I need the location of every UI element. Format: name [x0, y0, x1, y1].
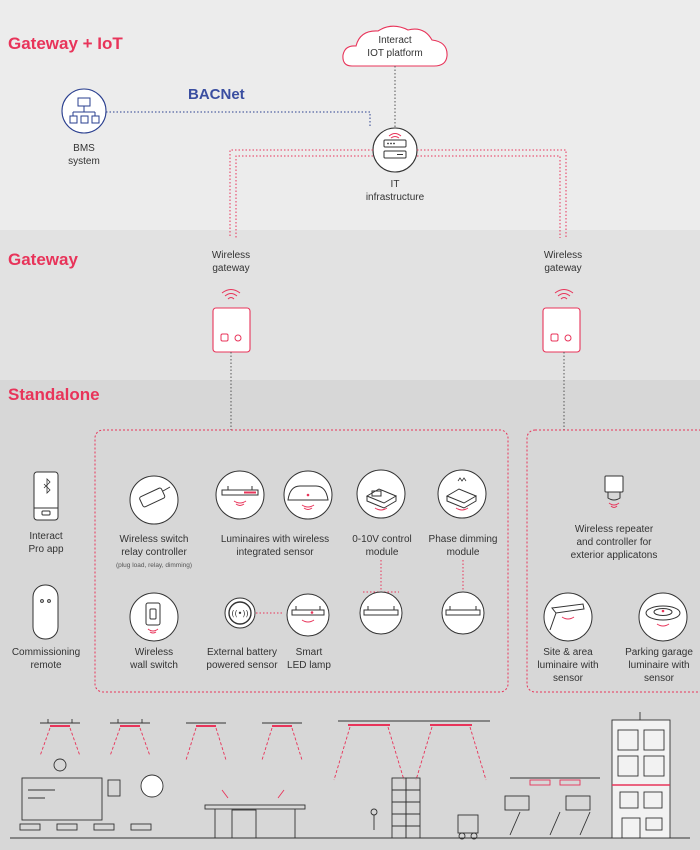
building-illustration	[611, 712, 671, 839]
luminaire-sensor-2-icon	[283, 470, 333, 520]
battery-line-2: powered sensor	[206, 660, 278, 671]
interact-app-label: Interact Pro app	[6, 530, 86, 556]
battery-sensor-label: External battery powered sensor	[196, 646, 288, 672]
svg-text:((•)): ((•))	[231, 609, 248, 618]
section-title-gateway-iot: Gateway + IoT	[8, 34, 123, 53]
it-infrastructure-icon	[372, 127, 418, 173]
commissioning-remote-label: Commissioning remote	[0, 646, 92, 672]
section-title-gateway: Gateway	[8, 250, 78, 269]
office-illustration	[204, 789, 306, 839]
0-10v-line-1: 0-10V control	[352, 534, 412, 545]
wg-left-line-1: Wireless	[211, 250, 251, 261]
site-area-luminaire-icon	[543, 592, 593, 642]
0-10v-line-2: module	[365, 547, 399, 558]
wireless-gateway-right-label: Wireless gateway	[528, 249, 598, 275]
it-label: IT infrastructure	[350, 178, 440, 204]
interact-app-line-2: Pro app	[28, 544, 64, 555]
cloud-label: Interact IOT platform	[355, 34, 435, 60]
site-area-line-1: Site & area	[543, 647, 593, 658]
smart-lamp-label: Smart LED lamp	[286, 646, 332, 672]
cloud-label-line-2: IOT platform	[367, 48, 423, 59]
switch-relay-line-1: Wireless switch	[119, 534, 189, 545]
repeater-line-1: Wireless repeater	[574, 524, 654, 535]
phase-line-2: module	[446, 547, 480, 558]
bms-label-line-2: system	[68, 156, 100, 167]
wall-switch-icon	[129, 592, 179, 642]
parking-line-1: Parking garage	[625, 647, 693, 658]
lum-sensor-line-1: Luminaires with wireless	[220, 534, 330, 545]
wireless-gateway-left-label: Wireless gateway	[196, 249, 266, 275]
luminaire-sensor-1-icon	[215, 470, 265, 520]
battery-line-1: External battery	[206, 647, 278, 658]
repeater-line-2: and controller for	[576, 537, 652, 548]
ceiling-luminaire-group-2	[185, 722, 303, 761]
wg-right-line-2: gateway	[544, 263, 582, 274]
ceiling-luminaire-group-1	[39, 719, 151, 757]
it-label-line-1: IT	[390, 179, 400, 190]
switch-relay-icon	[129, 475, 179, 525]
gateway-iot-band	[0, 0, 700, 230]
site-area-label: Site & area luminaire with sensor	[530, 646, 606, 685]
parking-line-2: luminaire with	[628, 660, 690, 671]
classroom-illustration	[19, 758, 164, 831]
lum-sensor-line-2: integrated sensor	[236, 547, 314, 558]
wg-left-line-2: gateway	[212, 263, 250, 274]
luminaire-phase-icon	[441, 591, 485, 635]
smart-lamp-line-2: LED lamp	[287, 660, 331, 671]
site-area-line-2: luminaire with	[537, 660, 599, 671]
0-10v-label: 0-10V control module	[342, 533, 422, 559]
parking-line-3: sensor	[643, 673, 674, 684]
ceiling-luminaire-group-3	[333, 720, 490, 781]
wall-switch-line-1: Wireless	[134, 647, 174, 658]
phase-dimming-icon	[437, 469, 487, 519]
remote-line-2: remote	[30, 660, 62, 671]
wireless-gateway-left-icon	[212, 289, 251, 353]
parking-garage-luminaire-icon	[638, 592, 688, 642]
wall-switch-label: Wireless wall switch	[114, 646, 194, 672]
smart-lamp-icon	[286, 593, 330, 637]
luminaire-0-10v-icon	[359, 591, 403, 635]
phase-dimming-label: Phase dimming module	[422, 533, 504, 559]
it-label-line-2: infrastructure	[365, 192, 425, 203]
exterior-group-box	[526, 429, 700, 693]
wg-right-line-1: Wireless	[543, 250, 583, 261]
cloud-label-line-1: Interact	[378, 35, 412, 46]
section-title-standalone: Standalone	[8, 385, 100, 404]
site-area-line-3: sensor	[552, 673, 583, 684]
remote-icon	[32, 584, 59, 640]
wall-switch-line-2: wall switch	[130, 660, 178, 671]
phase-line-1: Phase dimming	[428, 534, 498, 545]
warehouse-illustration	[370, 777, 479, 840]
bottom-illustration	[10, 712, 690, 840]
bms-label: BMS system	[54, 142, 114, 168]
smart-lamp-line-1: Smart	[295, 647, 323, 658]
switch-relay-note: (plug load, relay, dimming)	[115, 562, 193, 569]
bms-icon	[61, 88, 107, 134]
remote-line-1: Commissioning	[11, 647, 81, 658]
control-0-10v-icon	[356, 469, 406, 519]
wireless-gateway-right-icon	[542, 289, 581, 353]
standalone-group-box	[94, 429, 509, 693]
bms-label-line-1: BMS	[73, 143, 95, 154]
phone-icon	[33, 471, 59, 521]
luminaires-sensor-label: Luminaires with wireless integrated sens…	[210, 533, 340, 559]
parking-garage-label: Parking garage luminaire with sensor	[618, 646, 700, 685]
repeater-line-3: exterior applicatons	[570, 550, 658, 561]
switch-relay-label: Wireless switch relay controller (plug l…	[100, 533, 208, 572]
repeater-icon	[604, 475, 624, 508]
cloud-icon	[342, 25, 448, 67]
interact-app-line-1: Interact	[29, 531, 63, 542]
bacnet-label: BACNet	[188, 86, 245, 103]
repeater-label: Wireless repeater and controller for ext…	[554, 523, 674, 562]
battery-sensor-icon: ((•))	[224, 597, 256, 629]
switch-relay-line-2: relay controller	[121, 547, 187, 558]
bacnet-line	[106, 111, 371, 128]
parking-illustration	[504, 777, 600, 836]
it-left-link2	[235, 155, 373, 238]
it-right-link	[417, 149, 567, 238]
